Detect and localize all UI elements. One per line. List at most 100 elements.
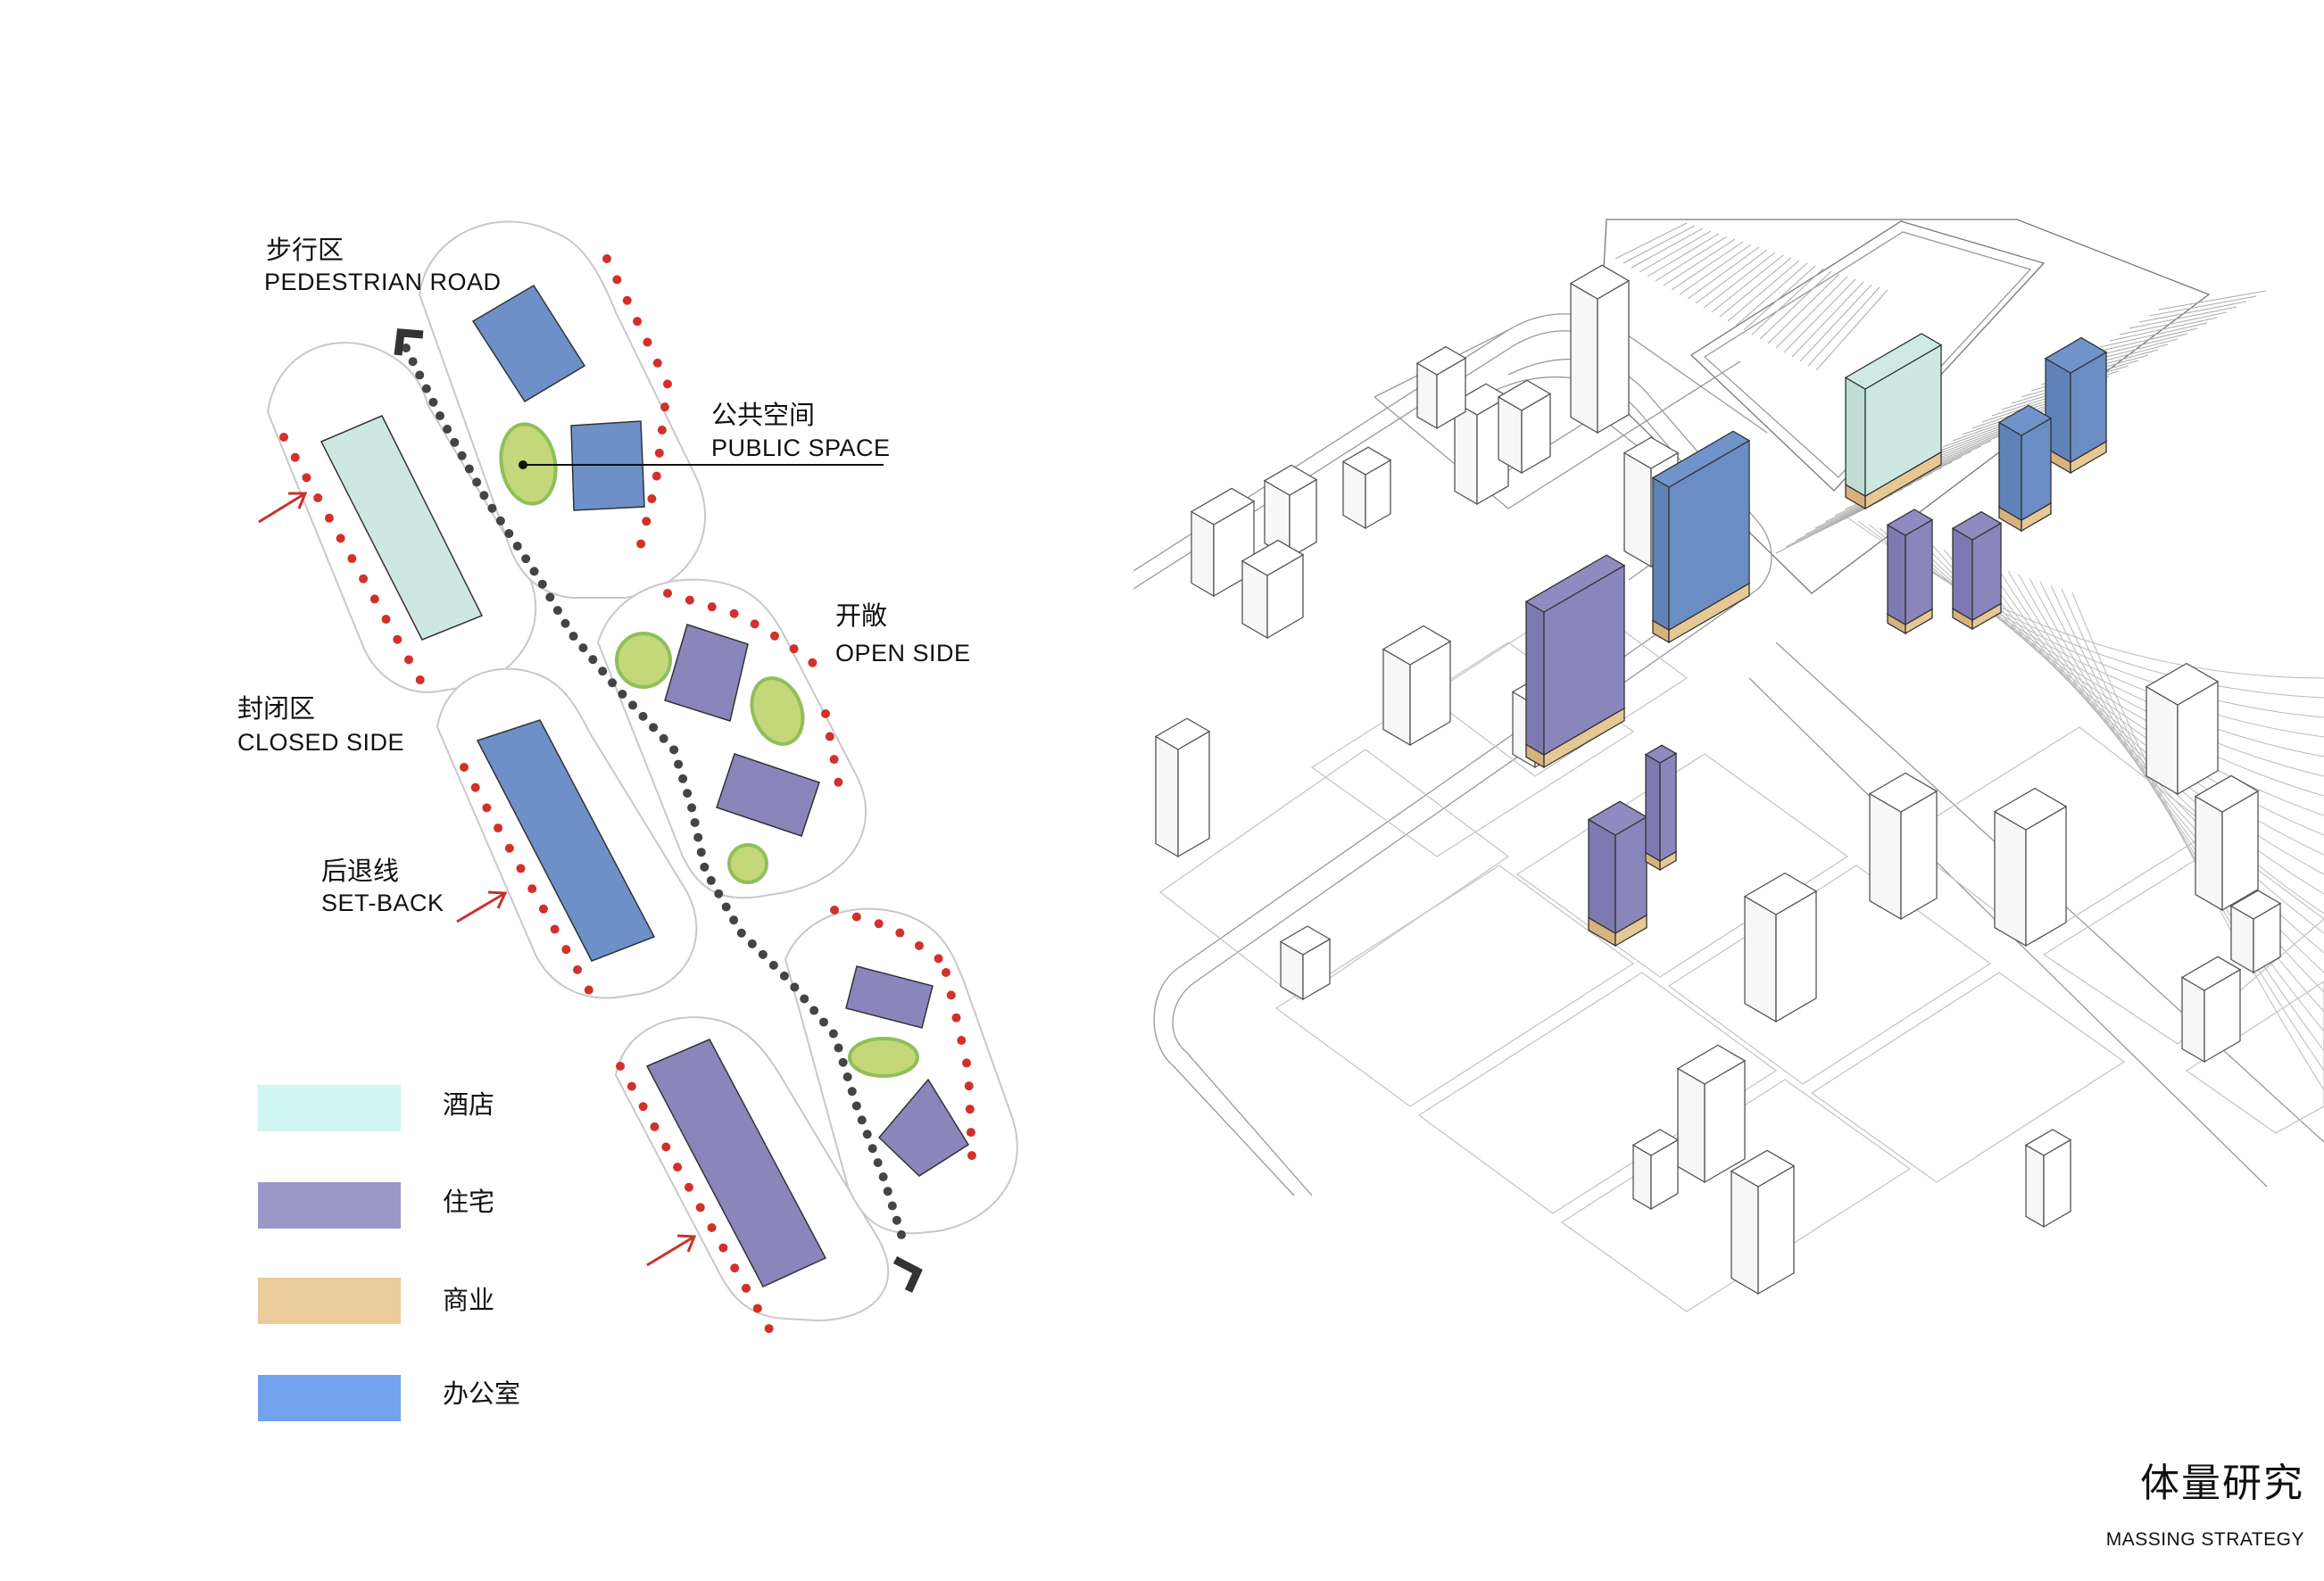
roof-line (2119, 311, 2228, 335)
setback-dot (808, 658, 818, 667)
roof-line (1711, 254, 1784, 313)
setback-dot (290, 452, 300, 462)
box-top-face (1279, 925, 1332, 956)
setback-dot (657, 425, 667, 435)
path-dot (529, 567, 539, 576)
context-building (1415, 345, 1467, 430)
setback-dot (964, 1081, 974, 1091)
setback-dot (612, 275, 622, 285)
roof-line (1663, 238, 1736, 286)
green-circle-3 (727, 843, 768, 884)
roof-line (2148, 295, 2257, 317)
setback-dot (729, 608, 739, 618)
setback-dot (638, 1102, 648, 1112)
context-building (1631, 1129, 1680, 1211)
public-space-label-en: PUBLIC SPACE (711, 435, 891, 461)
path-dot (560, 618, 570, 628)
setback-dot (718, 1243, 728, 1253)
setback-dot (684, 1182, 693, 1192)
green-ellipse-4 (848, 1037, 919, 1078)
res-block-3 (845, 965, 934, 1029)
path-dot (842, 1072, 852, 1082)
box-left-face (1845, 377, 1866, 498)
legend-label-commercial: 商业 (443, 1287, 495, 1315)
roof-line (1639, 230, 1712, 273)
path-dot (443, 424, 452, 434)
setback-dot (660, 402, 669, 412)
rail-line (1868, 524, 2324, 718)
setback-dot (962, 1058, 972, 1068)
roof-line (2109, 317, 2218, 342)
roof-line (2089, 327, 2198, 354)
context-building (1382, 625, 1452, 747)
site-plan-diagram (258, 220, 1018, 1334)
box-left-face (1191, 510, 1215, 598)
box-left-face (1731, 1170, 1759, 1295)
setback-dot (622, 295, 632, 305)
setback-dot (647, 494, 657, 504)
box-top-face (1382, 625, 1452, 666)
path-dot (873, 1158, 883, 1168)
box-top-face (1844, 333, 1943, 390)
roof-line (2129, 306, 2237, 329)
setback-dot (707, 1222, 717, 1232)
roof-line (1679, 244, 1752, 295)
path-dot (714, 889, 724, 898)
roof-line (1703, 252, 1776, 309)
box-top-face (1651, 430, 1751, 488)
tower (1644, 744, 1678, 863)
res-block-2 (716, 753, 820, 837)
tower (1951, 510, 2003, 622)
green-circle-1 (615, 632, 672, 689)
context-building (2145, 662, 2220, 796)
box-top-face (1993, 787, 2068, 831)
axonometric-massing-view (1133, 219, 2324, 1312)
closed-side-label-cn: 封闭区 (237, 695, 316, 724)
path-dot (428, 397, 438, 407)
path-dot (608, 678, 618, 688)
closed-side-label-en: CLOSED SIDE (237, 729, 405, 756)
roof-line (1719, 257, 1792, 318)
roof-line (1614, 222, 1688, 260)
roof-line (1687, 246, 1760, 300)
path-dot (472, 477, 482, 487)
box-top-face (2180, 956, 2242, 991)
setback-dot (652, 358, 662, 368)
res-block-1 (664, 624, 749, 722)
setback-dot (347, 554, 357, 564)
path-dot (678, 774, 688, 783)
setback-dot (662, 379, 672, 389)
setback-dot (851, 912, 861, 922)
box-right-face (1177, 730, 1210, 858)
setback-dot (359, 574, 369, 584)
setback-dot (636, 539, 646, 549)
plan-buildings (320, 284, 970, 1287)
path-dot (729, 915, 739, 925)
box-top-face (1154, 717, 1211, 750)
setback-dot (967, 1151, 976, 1161)
path-dot (415, 370, 425, 380)
setback-dot (470, 782, 480, 792)
box-right-face (2021, 417, 2052, 522)
residential-tower-thin (1644, 744, 1678, 872)
box-left-face (1998, 421, 2022, 522)
roof-line (1759, 270, 1832, 340)
tower (1997, 404, 2053, 522)
setback-dot (654, 448, 664, 458)
arrow-icon (258, 492, 308, 524)
tower (1587, 800, 1648, 935)
setback-dot (482, 803, 492, 813)
page-title-en: MASSING STRATEGY (2105, 1529, 2304, 1550)
path-dot (537, 579, 547, 589)
setback-dot (643, 337, 652, 347)
roof-line (1671, 241, 1744, 291)
box-right-face (1900, 790, 1938, 921)
box-left-face (1623, 451, 1652, 568)
path-dot (690, 817, 700, 827)
context-building (1730, 1149, 1796, 1295)
setback-dot (769, 631, 779, 641)
box-top-face (2044, 336, 2108, 374)
path-dot (588, 655, 598, 665)
path-dot (545, 592, 555, 602)
box-top-face (2229, 890, 2282, 920)
